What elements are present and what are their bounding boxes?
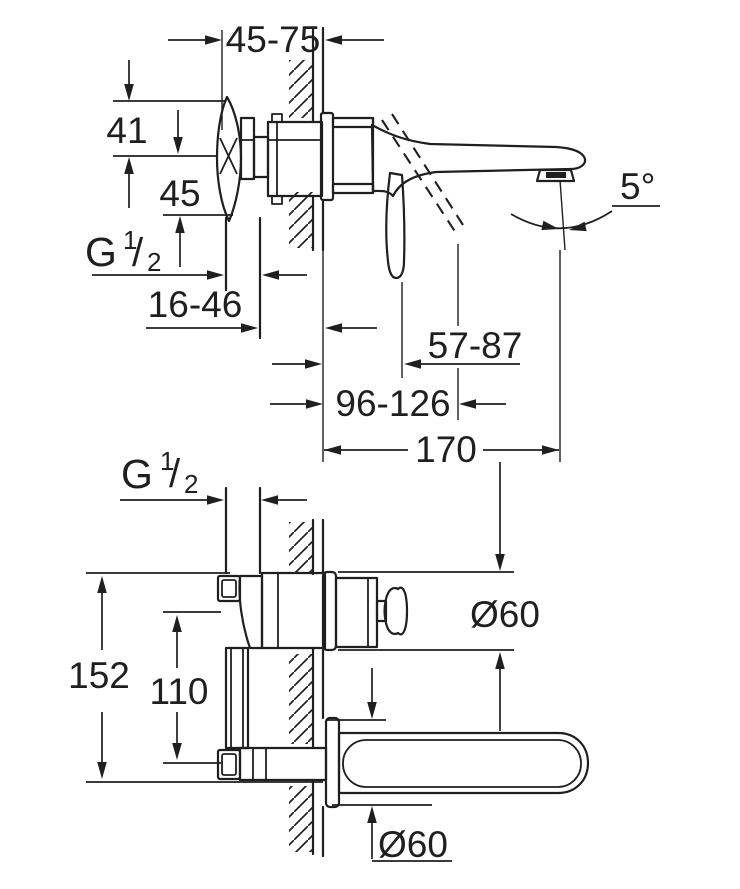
dim-mounting-depth: 45-75 xyxy=(226,19,321,60)
svg-text:2: 2 xyxy=(184,469,198,499)
dim-escutcheon-spout: Ø60 xyxy=(378,824,448,865)
knob xyxy=(383,586,409,636)
dim-axis-spacing: 110 xyxy=(150,671,209,712)
side-view-dimensions xyxy=(92,30,660,462)
lever-open-position xyxy=(381,119,457,234)
lever-handle-side xyxy=(385,171,406,280)
side-view: 45-75 41 45 G 1 / 2 16-46 5° 57-87 96-12… xyxy=(85,19,660,470)
svg-text:2: 2 xyxy=(147,247,161,277)
dim-lever-open: 96-126 xyxy=(335,383,450,424)
handle-assembly-front xyxy=(321,570,409,652)
svg-text:/: / xyxy=(169,452,181,496)
dim-spout-angle: 5° xyxy=(620,166,655,207)
spout-assembly-side xyxy=(319,111,587,280)
angle-arc xyxy=(510,210,613,230)
thread-label-side: G 1 / 2 xyxy=(85,225,161,277)
concealed-body-front xyxy=(216,486,328,782)
front-view-labels: G 1 / 2 Ø60 152 110 Ø60 xyxy=(68,446,540,865)
front-view: G 1 / 2 Ø60 152 110 Ø60 xyxy=(68,446,590,865)
wall-section-front xyxy=(289,518,325,858)
svg-text:1: 1 xyxy=(123,225,137,255)
aerator-nozzle xyxy=(535,168,576,183)
side-view-labels: 45-75 41 45 G 1 / 2 16-46 5° 57-87 96-12… xyxy=(85,19,655,470)
svg-text:G: G xyxy=(121,451,153,497)
spout-assembly-front xyxy=(324,716,590,809)
dim-upper-offset: 41 xyxy=(106,110,147,151)
svg-text:G: G xyxy=(85,229,117,275)
dim-spout-projection: 170 xyxy=(415,429,477,470)
thread-label-front: G 1 / 2 xyxy=(121,446,198,499)
spout-front xyxy=(337,731,590,795)
wall-section-side xyxy=(289,26,325,252)
spout-side xyxy=(370,123,587,198)
dim-overall-height: 152 xyxy=(68,655,130,696)
dim-lower-offset: 45 xyxy=(159,173,200,214)
dim-outlet-setback: 16-46 xyxy=(148,284,243,325)
svg-text:1: 1 xyxy=(160,446,174,476)
svg-text:/: / xyxy=(132,231,144,275)
dim-escutcheon-handle: Ø60 xyxy=(470,594,540,635)
front-view-dimensions xyxy=(86,462,514,862)
dim-lever-closed: 57-87 xyxy=(428,325,523,366)
